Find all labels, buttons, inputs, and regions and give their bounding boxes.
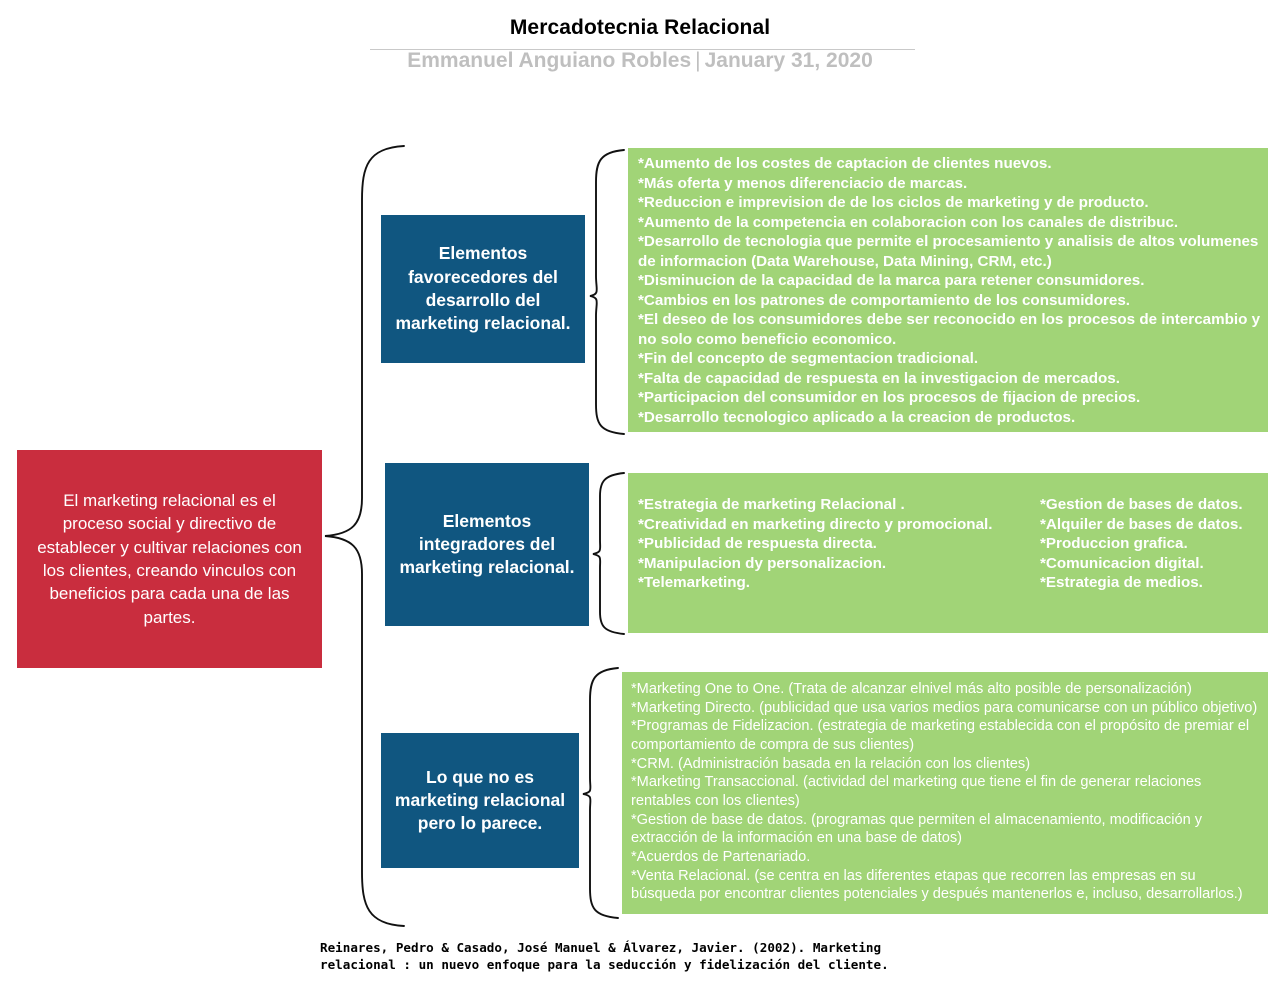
brace-branch-1 [589,149,625,435]
branch-2-label-box[interactable]: Elementos integradores del marketing rel… [385,463,589,626]
title-divider [370,49,915,50]
citation: Reinares, Pedro & Casado, José Manuel & … [320,940,1020,973]
list-item: *Comunicacion digital. [1040,554,1204,572]
byline-separator: | [695,49,701,72]
list-item: *Aumento de los costes de captacion de c… [638,155,1052,172]
branch-3-label-box[interactable]: Lo que no es marketing relacional pero l… [381,733,579,868]
list-item: *Desarrollo de tecnologia que permite el… [638,233,1259,270]
brace-branch-2 [592,472,625,635]
list-item: *Alquiler de bases de datos. [1040,515,1243,533]
brace-branch-3 [582,667,619,919]
branch-1-label-box[interactable]: Elementos favorecedores del desarrollo d… [381,215,585,363]
branch-3-content-box[interactable]: *Marketing One to One. (Trata de alcanza… [622,672,1268,914]
list-item: *Participacion del consumidor en los pro… [638,389,1141,407]
byline: Emmanuel Anguiano Robles|January 31, 202… [0,49,1280,73]
list-item: *Produccion grafica. [1040,535,1188,553]
list-item: *Manipulacion dy personalizacion. [638,554,887,572]
list-item: *Cambios en los patrones de comportamien… [638,291,1131,309]
root-concept-box[interactable]: El marketing relacional es el proceso so… [17,450,322,668]
branch-1-list: *Aumento de los costes de captacion de c… [638,154,1268,427]
list-item: *Marketing Transaccional. (actividad del… [631,774,1202,810]
list-item: *Estrategia de medios. [1040,574,1203,592]
list-item: *Reduccion e imprevision de de los ciclo… [638,194,1149,212]
list-item: *Falta de capacidad de respuesta en la i… [638,369,1120,387]
list-item: *CRM. (Administración basada en la relac… [631,755,1031,772]
branch-1-content-box[interactable]: *Aumento de los costes de captacion de c… [628,148,1268,432]
byline-author: Emmanuel Anguiano Robles [407,49,692,72]
branch-2-list-left: *Estrategia de marketing Relacional . *C… [638,495,1038,593]
list-item: *Desarrollo tecnologico aplicado a la cr… [638,408,1076,426]
list-item: *Marketing Directo. (publicidad que usa … [631,699,1258,716]
list-item: *Programas de Fidelizacion. (estrategia … [631,718,1250,754]
header: Mercadotecnia Relacional Emmanuel Anguia… [0,0,1280,96]
branch-2-content-box[interactable]: *Estrategia de marketing Relacional . *C… [628,473,1268,633]
list-item: *Fin del concepto de segmentacion tradic… [638,350,979,368]
list-item: *Telemarketing. [638,574,750,592]
root-concept-text: El marketing relacional es el proceso so… [37,490,302,627]
list-item: *Gestion de base de datos. (programas qu… [631,811,1203,847]
list-item: *Gestion de bases de datos. [1040,496,1243,513]
page-title: Mercadotecnia Relacional [509,16,771,39]
list-item: *Aumento de la competencia en colaboraci… [638,213,1179,231]
citation-line-1: Reinares, Pedro & Casado, José Manuel & … [320,940,882,955]
list-item: *Acuerdos de Partenariado. [631,849,811,866]
branch-2-label-text: Elementos integradores del marketing rel… [399,510,575,578]
branch-2-list-right: *Gestion de bases de datos. *Alquiler de… [1040,495,1270,593]
list-item: *El deseo de los consumidores debe ser r… [638,311,1261,348]
list-item: *Estrategia de marketing Relacional . [638,496,905,513]
list-item: *Creatividad en marketing directo y prom… [638,515,993,533]
list-item: *Marketing One to One. (Trata de alcanza… [631,681,1192,697]
branch-1-label-text: Elementos favorecedores del desarrollo d… [395,243,571,334]
branch-3-list: *Marketing One to One. (Trata de alcanza… [631,680,1262,904]
byline-date: January 31, 2020 [704,49,873,72]
list-item: *Más oferta y menos diferenciacio de mar… [638,174,968,192]
list-item: *Publicidad de respuesta directa. [638,535,877,553]
citation-line-2: relacional : un nuevo enfoque para la se… [320,956,889,972]
list-item: *Disminucion de la capacidad de la marca… [638,272,1145,290]
branch-3-label-text: Lo que no es marketing relacional pero l… [394,766,566,834]
list-item: *Venta Relacional. (se centra en las dif… [631,867,1243,903]
